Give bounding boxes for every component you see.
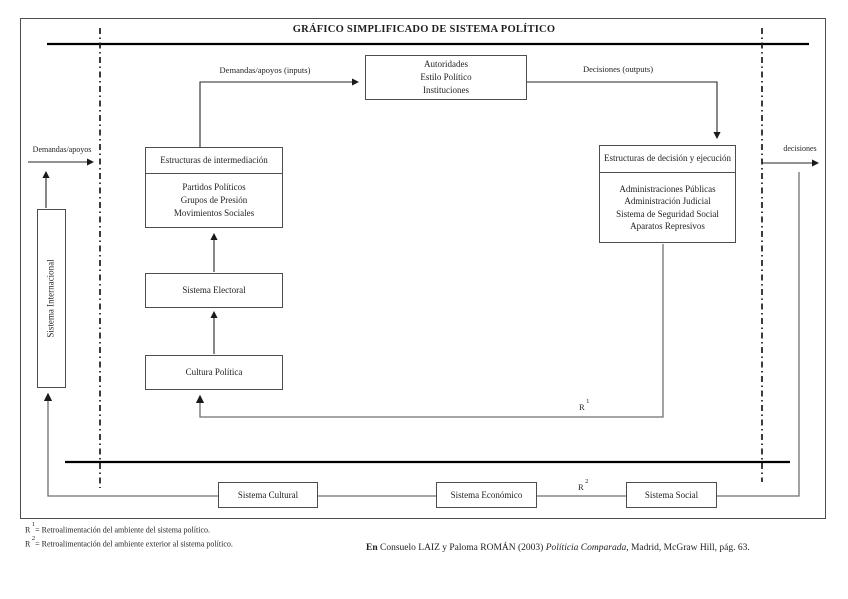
autoridades-line: Autoridades [424, 59, 468, 69]
inputs-label: Demandas/apoyos (inputs) [219, 65, 311, 75]
sistema-internacional-label: Sistema Internacional [46, 259, 57, 338]
autoridades-line: Estilo Político [420, 72, 472, 82]
decision-ejecucion-box: Estructuras de decisión y ejecución Admi… [599, 145, 736, 243]
sistema-cultural-box: Sistema Cultural [218, 482, 318, 508]
r2-label: R2 [578, 478, 608, 492]
sistema-electoral-box: Sistema Electoral [145, 273, 283, 308]
footnote-r2: R2= Retroalimentación del ambiente exter… [25, 535, 233, 549]
cultura-politica-box: Cultura Política [145, 355, 283, 390]
citation-publisher: , Madrid, McGraw Hill, pág. 63. [626, 543, 750, 553]
citation-authors: Consuelo LAIZ y Paloma ROMÁN (2003) [377, 543, 546, 553]
citation: En Consuelo LAIZ y Paloma ROMÁN (2003) P… [366, 543, 836, 553]
sistema-economico-box: Sistema Económico [436, 482, 537, 508]
citation-work-title: Políticia Comparada [545, 543, 627, 553]
footnote-r1: R1= Retroalimentación del ambiente del s… [25, 521, 210, 535]
intermediacion-item: Grupos de Presión [180, 195, 248, 205]
footnotes: R1= Retroalimentación del ambiente del s… [25, 521, 233, 550]
decision-item: Sistema de Seguridad Social [616, 208, 719, 219]
demandas-left-label: Demandas/apoyos [32, 145, 92, 154]
outputs-label: Decisiones (outputs) [582, 64, 654, 74]
r2-sup: 2 [585, 478, 589, 485]
r1-sup: 1 [586, 398, 590, 405]
decision-ejecucion-items: Administraciones Públicas Administración… [600, 173, 735, 242]
sistema-social-box: Sistema Social [626, 482, 717, 508]
r2-base: R [578, 481, 584, 492]
r1-label: R1 [579, 398, 609, 412]
sistema-internacional-box: Sistema Internacional [37, 209, 66, 388]
diagram-title: GRÁFICO SIMPLIFICADO DE SISTEMA POLÍTICO [292, 24, 556, 35]
intermediacion-item: Partidos Políticos [182, 182, 246, 192]
decision-item: Administraciones Públicas [619, 183, 716, 194]
intermediacion-header: Estructuras de intermediación [146, 148, 282, 174]
autoridades-box: Autoridades Estilo Político Institucione… [365, 55, 527, 100]
intermediacion-items: Partidos Políticos Grupos de Presión Mov… [146, 174, 282, 227]
autoridades-line: Instituciones [423, 85, 469, 95]
decision-item: Aparatos Represivos [630, 221, 705, 231]
intermediacion-item: Movimientos Sociales [173, 208, 255, 218]
decision-ejecucion-header: Estructuras de decisión y ejecución [600, 146, 735, 173]
r1-base: R [579, 401, 585, 412]
decisiones-right-label: decisiones [783, 144, 817, 153]
intermediacion-box: Estructuras de intermediación Partidos P… [145, 147, 283, 228]
citation-prefix: En [366, 543, 378, 553]
decision-item: Administración Judicial [624, 196, 711, 206]
